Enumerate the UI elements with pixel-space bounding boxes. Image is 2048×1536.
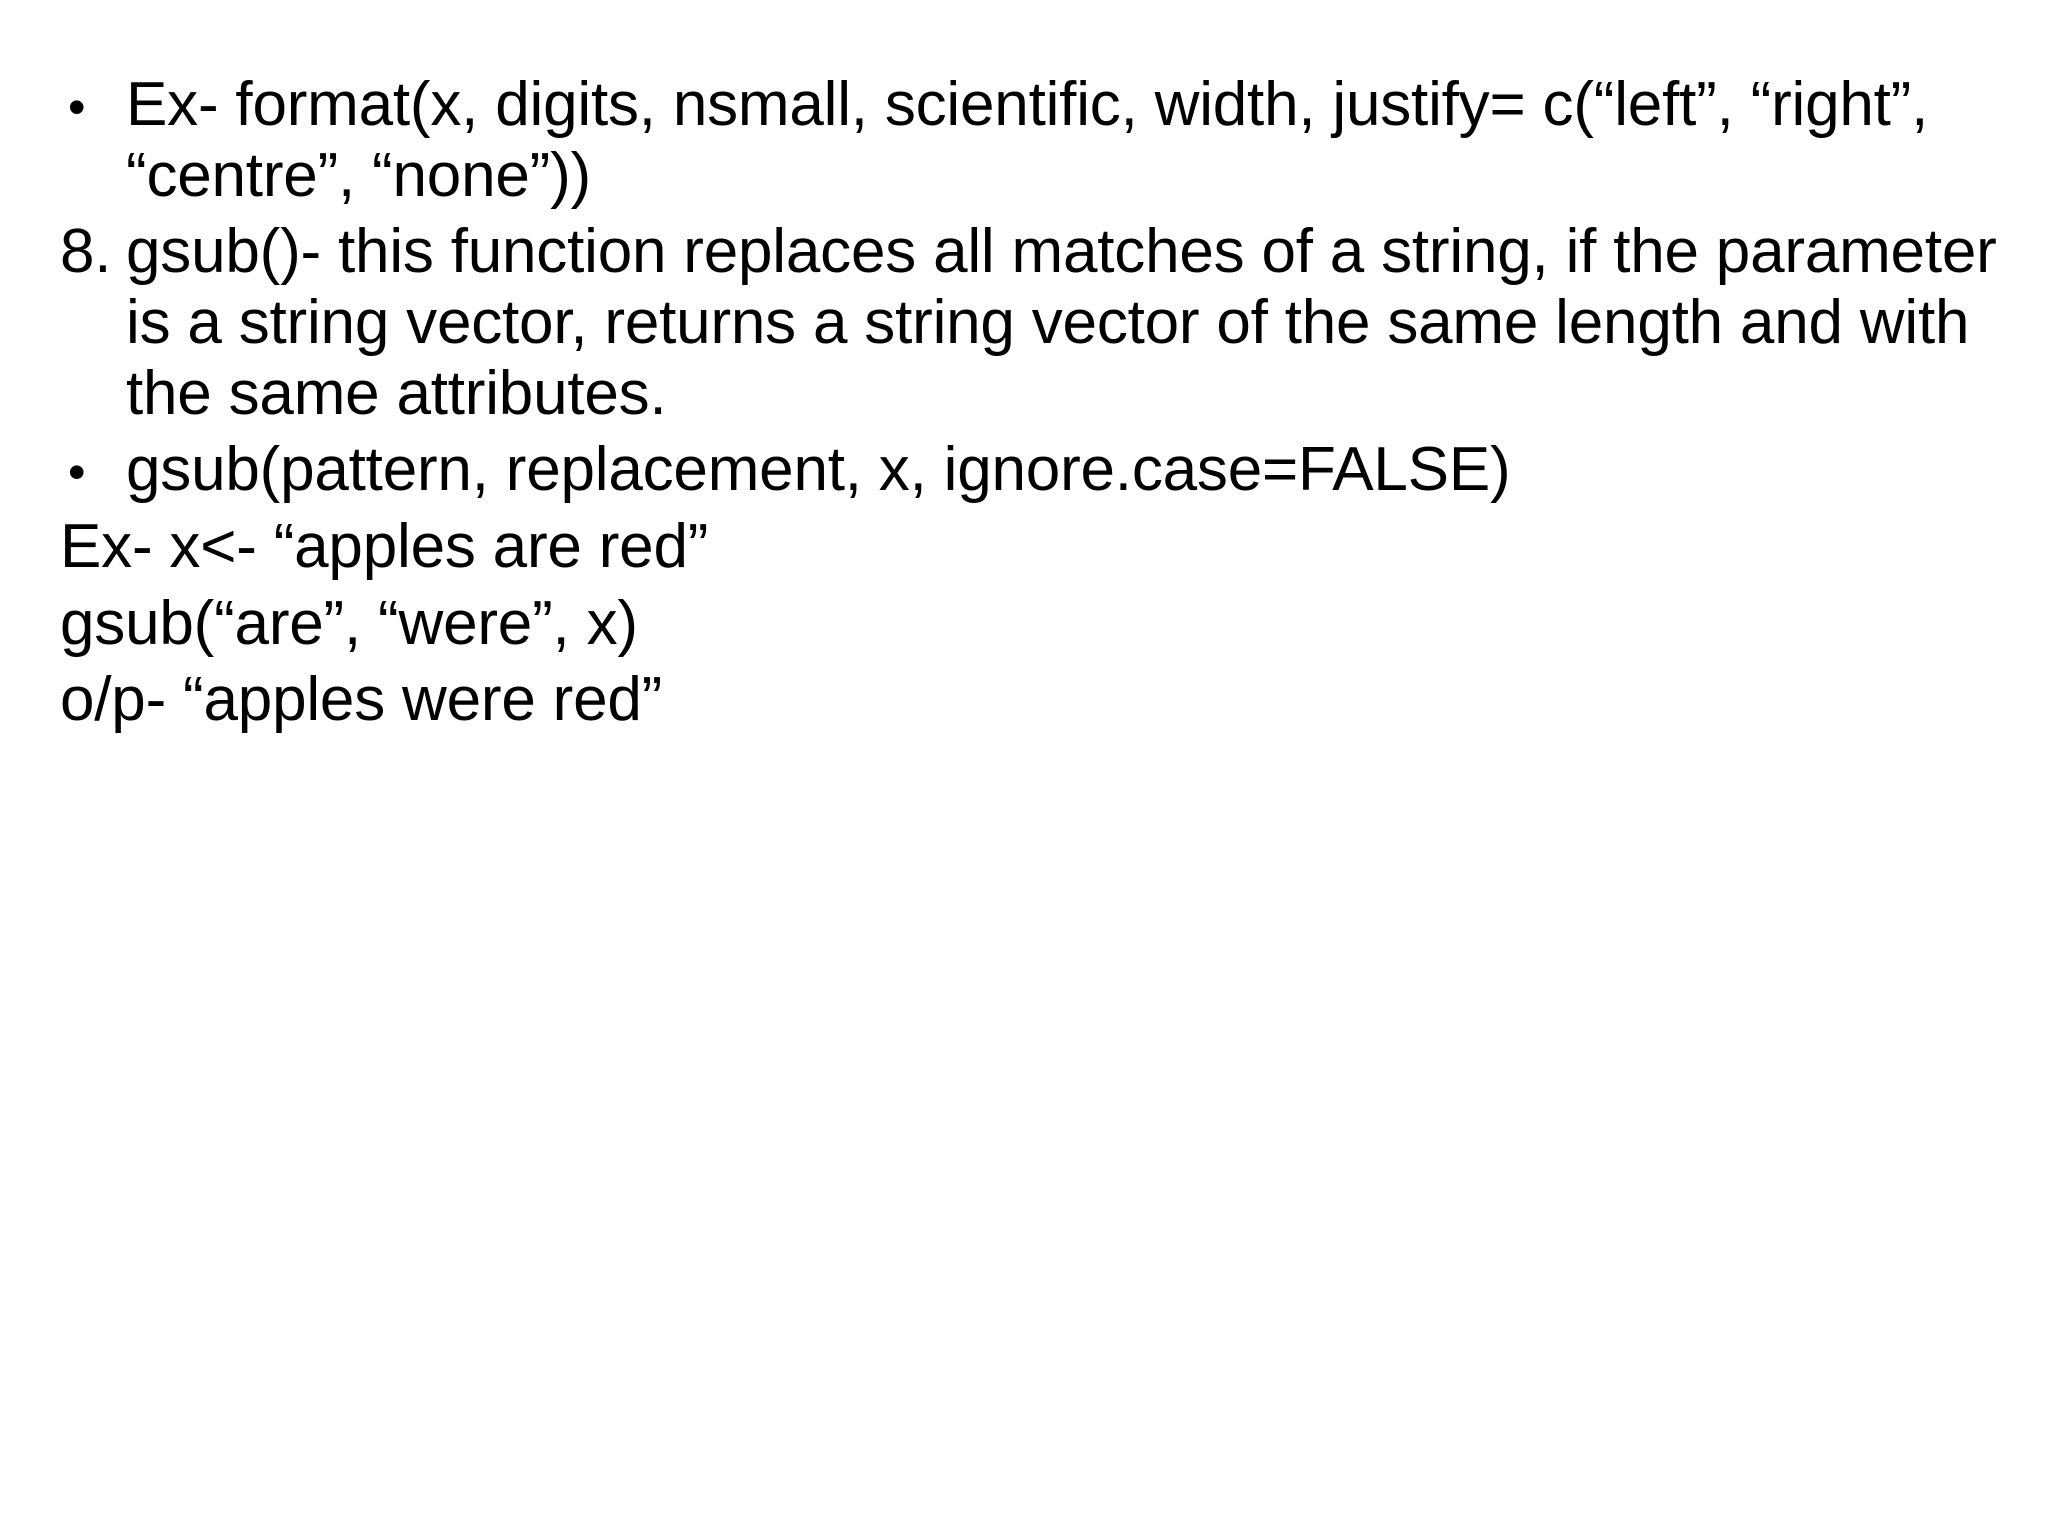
bullet-item-gsub-signature: • gsub(pattern, replacement, x, ignore.c… bbox=[60, 435, 2008, 506]
numbered-item-gsub-definition: 8. gsub()- this function replaces all ma… bbox=[60, 217, 2008, 429]
bullet-point-icon: • bbox=[68, 443, 86, 500]
plain-item-gsub-example-call: gsub(“are”, “were”, x) bbox=[60, 589, 2008, 660]
format-example-text: Ex- format(x, digits, nsmall, scientific… bbox=[126, 70, 1929, 210]
bullet-point-icon: • bbox=[68, 78, 86, 135]
list-number-label: 8. bbox=[60, 217, 112, 287]
gsub-example-output-text: o/p- “apples were red” bbox=[60, 665, 663, 735]
gsub-example-call-text: gsub(“are”, “were”, x) bbox=[60, 588, 638, 658]
gsub-example-assign-text: Ex- x<- “apples are red” bbox=[60, 512, 709, 582]
plain-item-gsub-example-assign: Ex- x<- “apples are red” bbox=[60, 512, 2008, 583]
bullet-item-format-example: • Ex- format(x, digits, nsmall, scientif… bbox=[60, 70, 2008, 211]
plain-item-gsub-example-output: o/p- “apples were red” bbox=[60, 665, 2008, 736]
gsub-definition-text: gsub()- this function replaces all match… bbox=[126, 217, 1997, 428]
slide-body-list: • Ex- format(x, digits, nsmall, scientif… bbox=[60, 70, 2008, 736]
gsub-signature-text: gsub(pattern, replacement, x, ignore.cas… bbox=[126, 435, 1511, 505]
